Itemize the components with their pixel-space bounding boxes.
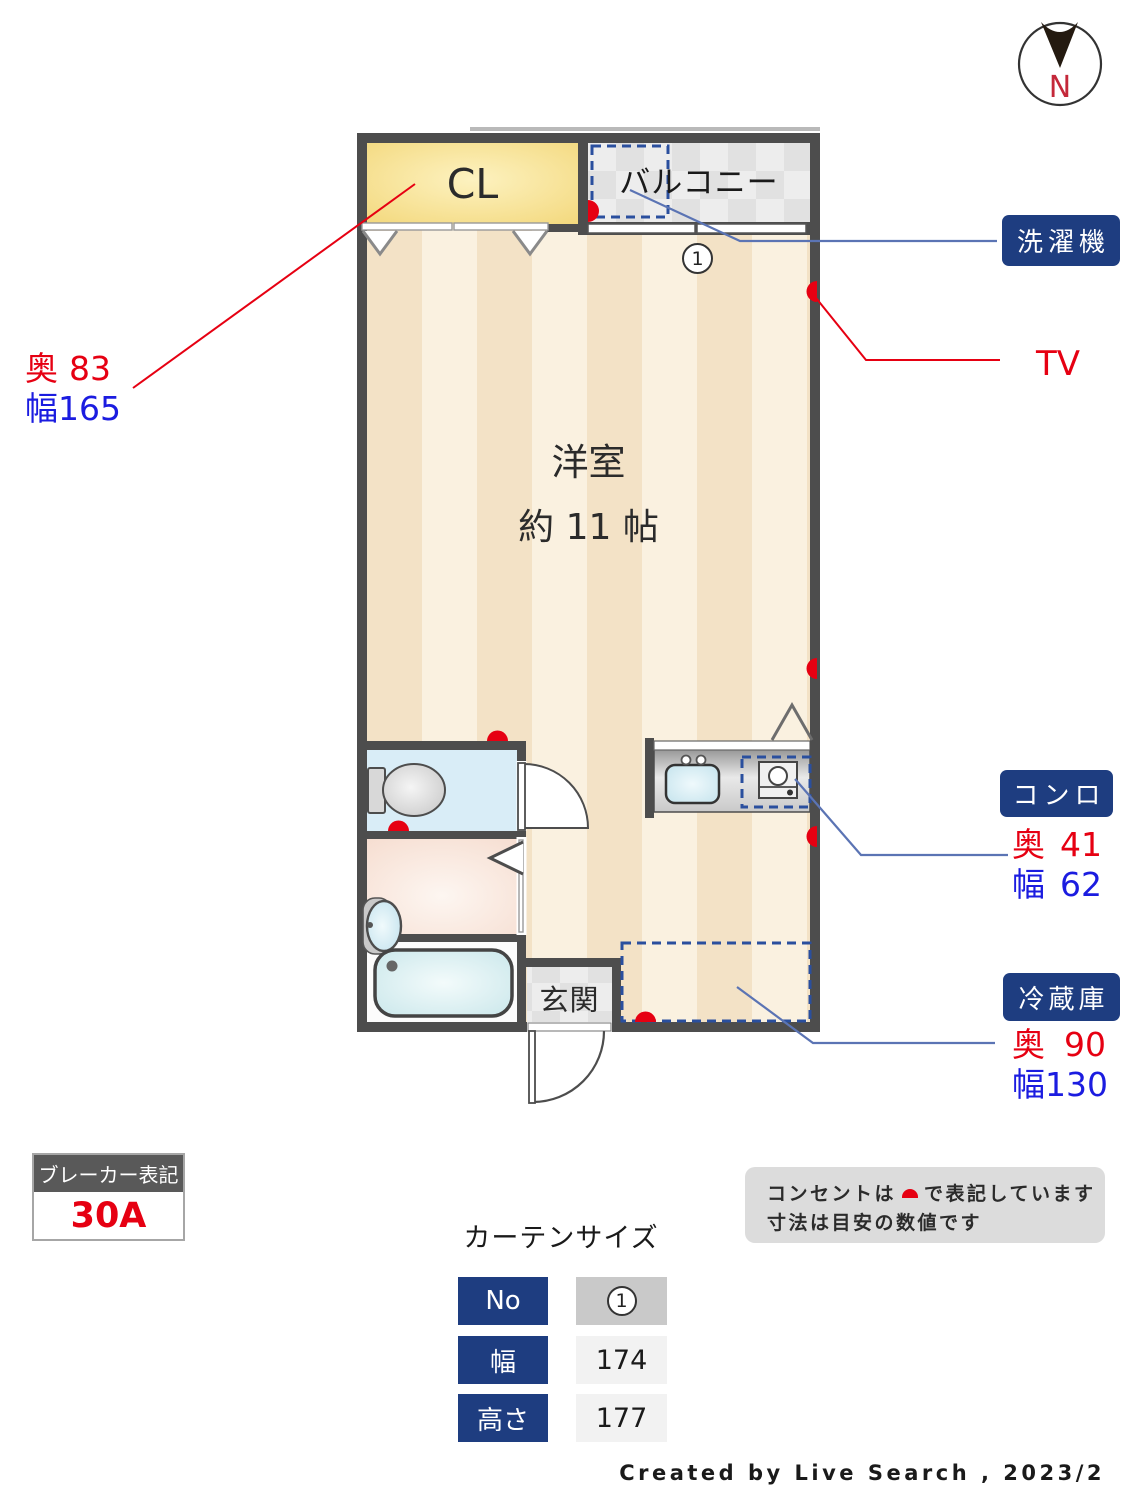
curtain-row-no-cell: 1 [576,1277,667,1325]
closet-width-value: 165 [58,389,121,428]
curtain-row-width-label: 幅 [458,1336,548,1384]
note-line1-after: で表記しています [924,1183,1096,1205]
tv-label: TV [1036,344,1081,384]
curtain-row-height-value: 177 [576,1394,667,1442]
balcony-floor [588,143,810,222]
washer-tag: 洗濯機 [1002,215,1120,266]
compass-north-icon [1017,21,1103,107]
stove-width-row: 幅 62 [1012,868,1102,901]
balcony-window [578,222,820,235]
washbasin-icon [362,897,403,955]
fridge-width-value: 130 [1045,1065,1108,1104]
stove-width-value: 62 [1060,865,1102,904]
tv-connector-line [811,292,1000,361]
stove-depth-value: 41 [1060,825,1102,864]
closet-width-row: 幅 165 [25,389,121,428]
curtain-row-height-label: 高さ [458,1394,548,1442]
washer-placement-dashed-box [590,144,670,219]
note-line2: 寸法は目安の数値です [767,1212,983,1234]
closet-width-label: 幅 [25,389,58,428]
stove-tag: コンロ [1000,770,1113,817]
fridge-placement-dashed-box [620,941,812,1023]
breaker-box: ブレーカー表記 30A [32,1153,185,1241]
stove-burner-icon [758,761,798,799]
fridge-depth-label: 奥 [1012,1025,1045,1064]
kitchen-counter [645,738,811,818]
fridge-width-row: 幅 130 [1012,1065,1108,1104]
toilet-icon [367,763,446,817]
curtain-row-width-value: 174 [576,1336,667,1384]
kitchen-folding-door-icon [770,701,814,741]
closet-depth-row: 奥 83 [25,352,111,385]
curtain-size-title: カーテンサイズ [463,1223,659,1254]
fridge-depth-row: 奥 90 [1012,1028,1106,1061]
fridge-depth-value: 90 [1064,1025,1106,1064]
entrance-door-swing-icon [527,1022,612,1104]
stove-width-label: 幅 [1012,865,1045,904]
closet-label: CL [446,160,499,208]
closet-floor [367,143,578,224]
outlet-dome-icons [388,200,817,1022]
washroom-folding-door-icon [486,837,527,935]
entrance-label: 玄関 [539,983,600,1017]
washer-connector-line [629,189,997,243]
stove-depth-label: 奥 [1012,825,1045,864]
room-size: 約 11 帖 [518,507,659,548]
floor-surfaces [367,143,810,1022]
breaker-title: ブレーカー表記 [34,1155,183,1192]
credit-line: Created by Live Search , 2023/2 [619,1461,1105,1485]
bathtub-icon [373,948,514,1018]
closet-folding-door [361,222,549,257]
balcony-railing [470,127,820,131]
fridge-connector-line [736,986,995,1045]
stove-connector-line [794,778,1008,857]
kitchen-sink-icon [664,763,721,805]
legend-note-box: コンセントは で表記しています 寸法は目安の数値です [745,1167,1105,1243]
curtain-no-1-badge: 1 [606,1286,637,1316]
balcony-label: バルコニー [619,165,779,201]
curtain-row-no-label: No [458,1277,548,1325]
curtain-point-1-badge: 1 [682,243,713,274]
stove-placement-dashed-box [740,755,812,809]
closet-connector-line [132,183,416,389]
compass-north-letter: N [1048,70,1072,105]
entrance-floor [527,967,612,1022]
room-name: 洋室 [551,441,626,484]
toilet-door-swing-icon [516,761,590,831]
closet-depth-label: 奥 [25,349,58,388]
stove-depth-row: 奥 41 [1012,828,1102,861]
closet-depth-value: 83 [69,349,111,388]
note-line1-before: コンセントは [767,1183,897,1205]
fridge-tag: 冷蔵庫 [1003,973,1120,1021]
outlet-dome-icon [902,1189,919,1198]
breaker-value: 30A [70,1195,147,1236]
fridge-width-label: 幅 [1012,1065,1045,1104]
